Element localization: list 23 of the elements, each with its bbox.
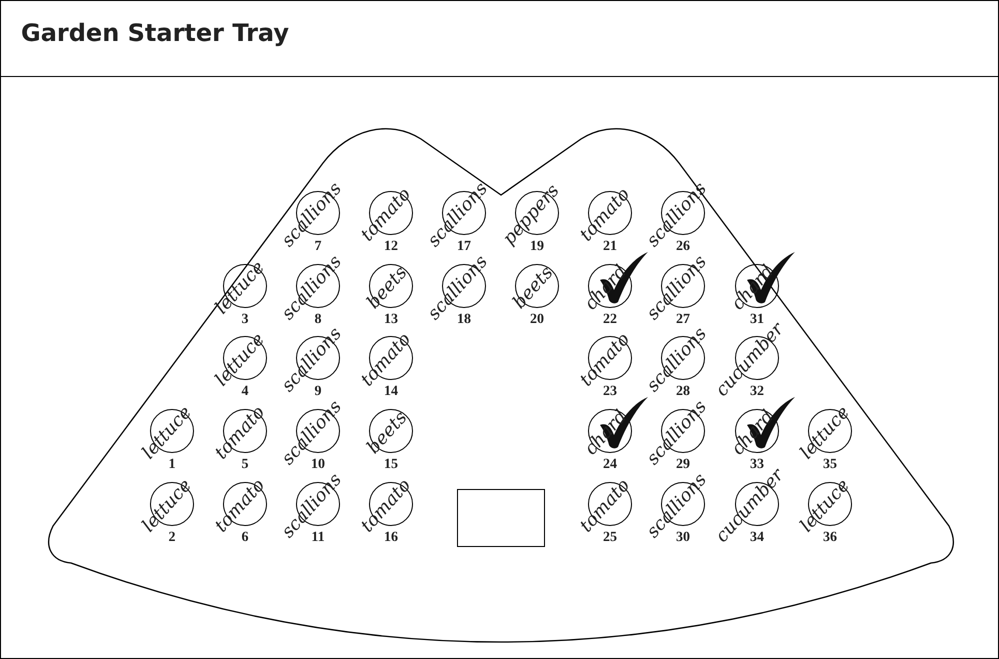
cell-number: 2 <box>168 530 176 546</box>
cell-number: 5 <box>242 457 248 473</box>
cell-number: 6 <box>242 530 248 546</box>
cell-number: 15 <box>384 457 398 473</box>
cell-number: 25 <box>603 530 617 546</box>
cell-number: 1 <box>168 457 176 473</box>
cell-number: 24 <box>603 457 617 473</box>
cell-number: 12 <box>384 239 398 255</box>
cell-number: 21 <box>603 239 617 255</box>
cell-number: 23 <box>603 384 617 400</box>
cell-number: 31 <box>750 312 764 327</box>
title: Garden Starter Tray <box>21 19 290 47</box>
cell-number: 22 <box>603 312 617 328</box>
cell-number: 33 <box>750 457 764 472</box>
cell-number: 4 <box>242 384 248 400</box>
cell-number: 13 <box>384 312 398 328</box>
cell-number: 14 <box>384 384 398 400</box>
cell-number: 36 <box>823 530 837 546</box>
cell-number: 16 <box>384 530 398 546</box>
cell-number: 20 <box>530 312 544 328</box>
cell-number: 3 <box>242 312 248 328</box>
cell-number: 35 <box>823 457 837 473</box>
empty-box <box>457 489 545 547</box>
